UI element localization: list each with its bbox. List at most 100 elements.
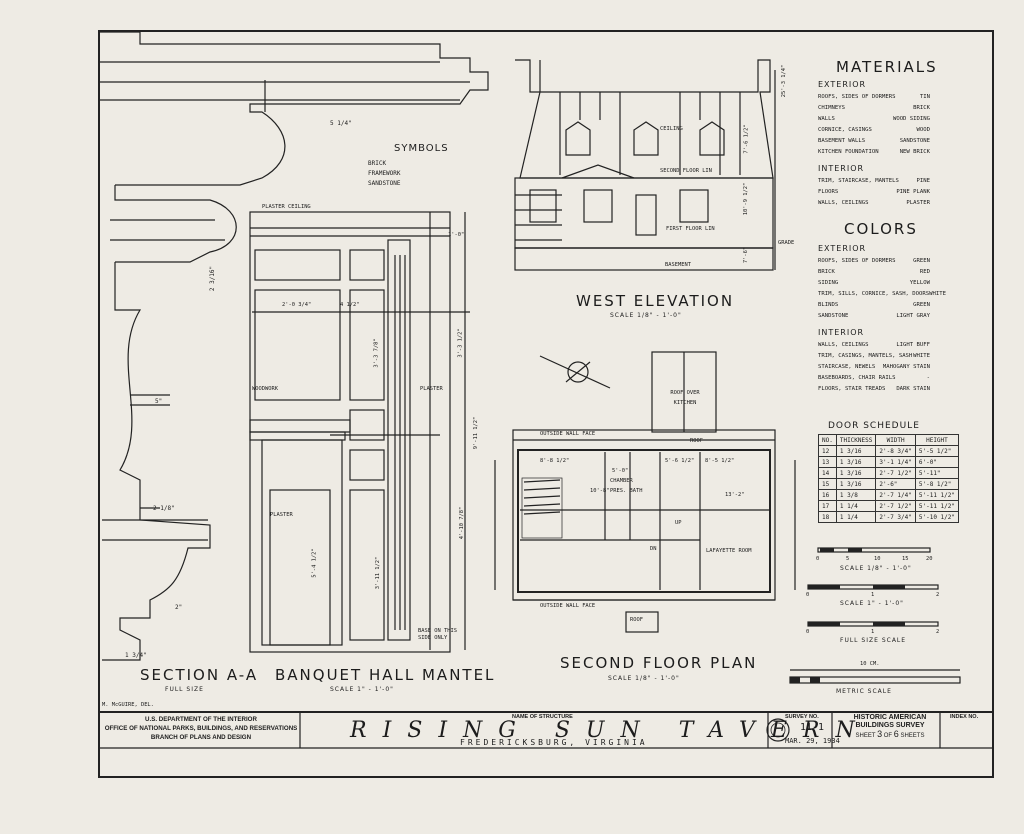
materials-exterior-item-label: BASEMENT WALLS [818, 138, 866, 144]
plan-label-lafayette-room: LAFAYETTE ROOM [706, 548, 752, 554]
door-schedule-cell: 13 [818, 456, 837, 468]
colors-interior-item-value: LIGHT BUFF [896, 342, 930, 348]
agency-line-2: OFFICE OF NATIONAL PARKS, BUILDINGS, AND… [104, 725, 298, 732]
plan-title: SECOND FLOOR PLAN [560, 654, 758, 672]
colors-interior-item-value: MAHOGANY STAIN [882, 364, 930, 370]
door-schedule-cell: 3'-1 1/4" [875, 456, 916, 468]
elev-dim-2: 7'-6" [743, 246, 750, 264]
mantel-label-base: BASE ON THIS SIDE ONLY [418, 628, 457, 641]
section-dim-1: 2 3/16" [209, 265, 217, 292]
materials-interior-item-value: PINE [916, 178, 930, 184]
mantel-label-woodwork: WOODWORK [252, 386, 278, 392]
scale-0-tick-1: 5 [846, 556, 850, 562]
door-schedule-cell: 17 [818, 500, 837, 512]
plan-dim-0: 8'-8 1/2" [540, 458, 570, 464]
colors-interior-item-label: STAIRCASE, NEWELS [818, 364, 876, 370]
agency-block: U.S. DEPARTMENT OF THE INTERIOR OFFICE O… [104, 715, 298, 742]
mantel-dim-7: 3'-11 1/2" [375, 556, 382, 590]
mantel-dim-6: 5'-4 1/2" [311, 548, 318, 578]
colors-interior-item-label: WALLS, CEILINGS [818, 342, 869, 348]
materials-interior-item-value: PLASTER [906, 200, 930, 206]
materials-exterior-item-label: KITCHEN FOUNDATION [818, 149, 879, 155]
agency-line-3: BRANCH OF PLANS AND DESIGN [150, 734, 252, 741]
scale-2-tick-0: 0 [806, 629, 810, 635]
door-schedule-header: WIDTH [875, 434, 916, 446]
scale-0-tick-2: 10 [874, 556, 881, 562]
sheet-total: 6 [893, 729, 899, 739]
door-schedule-cell: 2'-7 1/2" [875, 467, 916, 479]
colors-interior-item-value: DARK STAIN [896, 386, 930, 392]
scale-1-tick-0: 0 [806, 592, 810, 598]
symbol-sandstone: SANDSTONE [368, 180, 401, 187]
elev-label-second-floor: SECOND FLOOR LIN [660, 168, 712, 174]
mantel-dim-8: 1'-0" [448, 232, 465, 238]
door-schedule-cell: 12 [818, 445, 837, 457]
elev-label-basement: BASEMENT [665, 262, 691, 268]
mantel-dim-2: 3'-3 7/8" [373, 338, 380, 368]
colors-interior-item: BASEBOARDS, CHAIR RAILS - [818, 373, 930, 384]
agency-line-1: U.S. DEPARTMENT OF THE INTERIOR [145, 716, 257, 723]
plan-dim-2: 8'-5 1/2" [705, 458, 735, 464]
of-label: OF [883, 733, 893, 739]
colors-interior-item-value: - [926, 375, 930, 381]
materials-exterior-item-value: TIN [919, 94, 930, 100]
door-schedule-cell: 5'-11" [914, 467, 960, 479]
section-dim-2: 5" [155, 398, 163, 405]
colors-interior-heading: INTERIOR [818, 328, 865, 337]
materials-exterior-item-label: CORNICE, CASINGS [818, 127, 872, 133]
colors-interior-item-label: BASEBOARDS, CHAIR RAILS [818, 375, 896, 381]
symbol-brick: BRICK [368, 160, 387, 167]
scale-1-tick-2: 2 [936, 592, 940, 598]
materials-exterior-item: CORNICE, CASINGS WOOD [818, 125, 930, 136]
materials-title: MATERIALS [836, 58, 938, 76]
colors-title: COLORS [844, 220, 918, 238]
door-schedule-cell: 5'-8 1/2" [914, 478, 960, 490]
mantel-label-plaster-left: PLASTER [270, 512, 293, 518]
mantel-title: BANQUET HALL MANTEL [275, 666, 496, 684]
scale-1-tick-1: 1 [871, 592, 875, 598]
colors-interior-item-label: FLOORS, STAIR TREADS [818, 386, 886, 392]
symbols-title: SYMBOLS [394, 143, 449, 154]
door-schedule-cell: 14 [818, 467, 837, 479]
scale-0-tick-3: 15 [902, 556, 909, 562]
colors-exterior-item-label: ROOFS, SIDES OF DORMERS [818, 258, 896, 264]
mantel-dim-3: 3'-3 1/2" [457, 328, 464, 358]
scale-2-tick-2: 2 [936, 629, 940, 635]
scale-0-tick-4: 20 [926, 556, 933, 562]
scale-0-label: SCALE 1/8" - 1'-0" [840, 565, 912, 572]
materials-exterior-item-value: WOOD [916, 127, 930, 133]
materials-exterior-heading: EXTERIOR [818, 80, 867, 89]
plan-label-dn: DN [650, 546, 657, 552]
door-schedule-cell: 1 3/16 [835, 467, 877, 479]
materials-exterior-item-label: ROOFS, SIDES OF DORMERS [818, 94, 896, 100]
plan-dim-3: 13'-2" [725, 492, 745, 498]
mantel-label-ceiling: PLASTER CEILING [262, 204, 311, 210]
colors-exterior-item-label: TRIM, SILLS, CORNICE, SASH, DOORS [818, 291, 930, 297]
door-schedule-header: HEIGHT [914, 434, 960, 446]
section-dim-4: 2" [175, 604, 183, 611]
plan-label-outside-wall-bottom: OUTSIDE WALL FACE [540, 603, 596, 609]
elevation-title: WEST ELEVATION [576, 292, 735, 310]
door-schedule-cell: 16 [818, 489, 837, 501]
door-schedule-cell: 6'-0" [914, 456, 960, 468]
sheet-number: 3 [877, 729, 883, 739]
border-frame [98, 30, 994, 778]
index-no-label: INDEX NO. [950, 714, 979, 720]
colors-exterior-heading: EXTERIOR [818, 244, 867, 253]
plan-label-roof-kitchen: ROOF OVER KITCHEN [670, 390, 700, 406]
scale-2-label: FULL SIZE SCALE [840, 637, 907, 644]
